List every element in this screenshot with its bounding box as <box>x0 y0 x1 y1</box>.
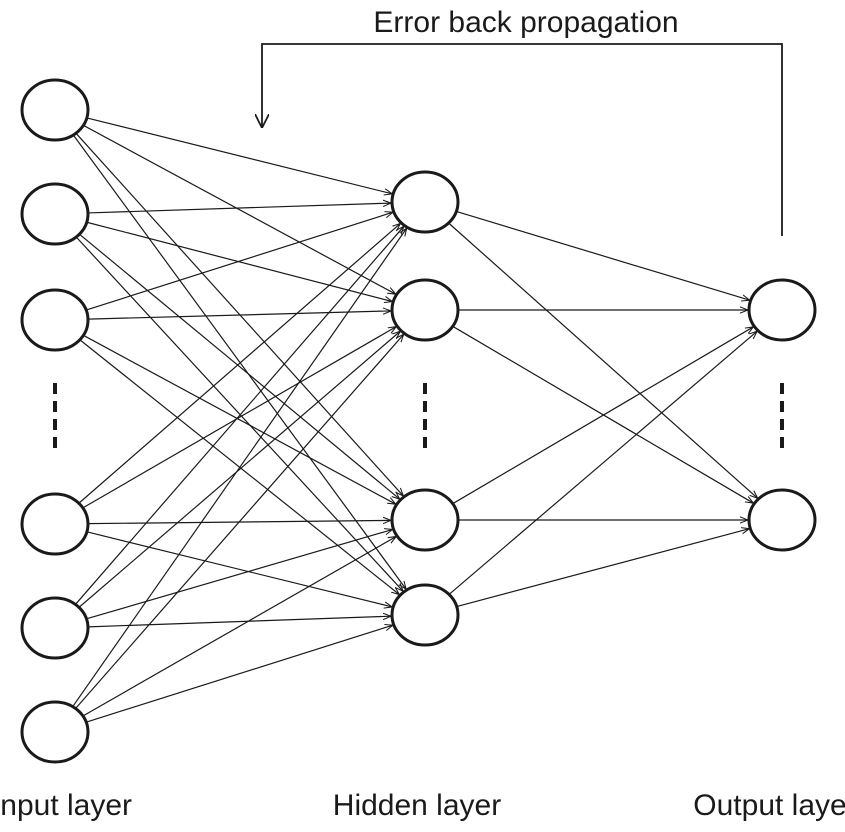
connection-input-1-hidden-2 <box>83 124 395 294</box>
connection-input-1-hidden-4 <box>72 134 406 589</box>
connection-input-3-hidden-3 <box>83 334 395 504</box>
input-neuron-5 <box>20 596 90 660</box>
connection-input-5-hidden-3 <box>86 529 392 620</box>
connections <box>72 117 758 723</box>
output-neuron-2 <box>747 488 817 552</box>
connection-input-1-hidden-1 <box>86 117 392 194</box>
connection-input-3-hidden-2 <box>87 311 391 320</box>
connection-hidden-1-output-1 <box>456 210 749 300</box>
connection-hidden-4-output-1 <box>448 331 757 595</box>
connection-input-2-hidden-3 <box>79 233 399 499</box>
connection-input-5-hidden-1 <box>74 226 403 605</box>
connection-hidden-4-output-2 <box>456 529 750 608</box>
hidden-neuron-1 <box>390 170 460 234</box>
connection-input-2-hidden-1 <box>87 203 391 214</box>
connection-input-5-hidden-4 <box>87 616 391 628</box>
input-neuron-4 <box>20 492 90 556</box>
connection-input-6-hidden-4 <box>85 625 393 723</box>
output-layer-label: Output layer <box>693 789 845 822</box>
input-neuron-6 <box>20 700 90 764</box>
input-neuron-1 <box>20 78 90 142</box>
connection-input-3-hidden-1 <box>85 212 393 311</box>
hidden-neuron-3 <box>390 488 460 552</box>
connection-input-2-hidden-2 <box>86 221 393 301</box>
hidden-neuron-4 <box>390 583 460 647</box>
connection-input-6-hidden-2 <box>75 334 404 709</box>
connection-hidden-3-output-1 <box>452 327 754 505</box>
connection-hidden-1-output-2 <box>448 222 758 498</box>
output-neuron-1 <box>747 278 817 342</box>
back-propagation-line <box>262 43 783 236</box>
hidden-layer-label: Hidden layer <box>333 789 501 822</box>
hidden-neuron-2 <box>390 278 460 342</box>
connection-input-6-hidden-3 <box>82 536 396 717</box>
input-layer-label: Input layer <box>0 789 132 822</box>
neurons <box>20 78 817 764</box>
input-neuron-3 <box>20 288 90 352</box>
connection-input-5-hidden-2 <box>78 331 400 608</box>
connection-input-4-hidden-4 <box>86 531 392 607</box>
connection-input-2-hidden-4 <box>75 236 403 591</box>
input-neuron-2 <box>20 182 90 246</box>
connection-input-4-hidden-1 <box>78 223 401 504</box>
connection-input-6-hidden-1 <box>72 228 407 708</box>
diagram-title: Error back propagation <box>373 6 678 39</box>
connection-input-4-hidden-2 <box>82 327 396 509</box>
ellipsis-markers <box>53 383 784 450</box>
